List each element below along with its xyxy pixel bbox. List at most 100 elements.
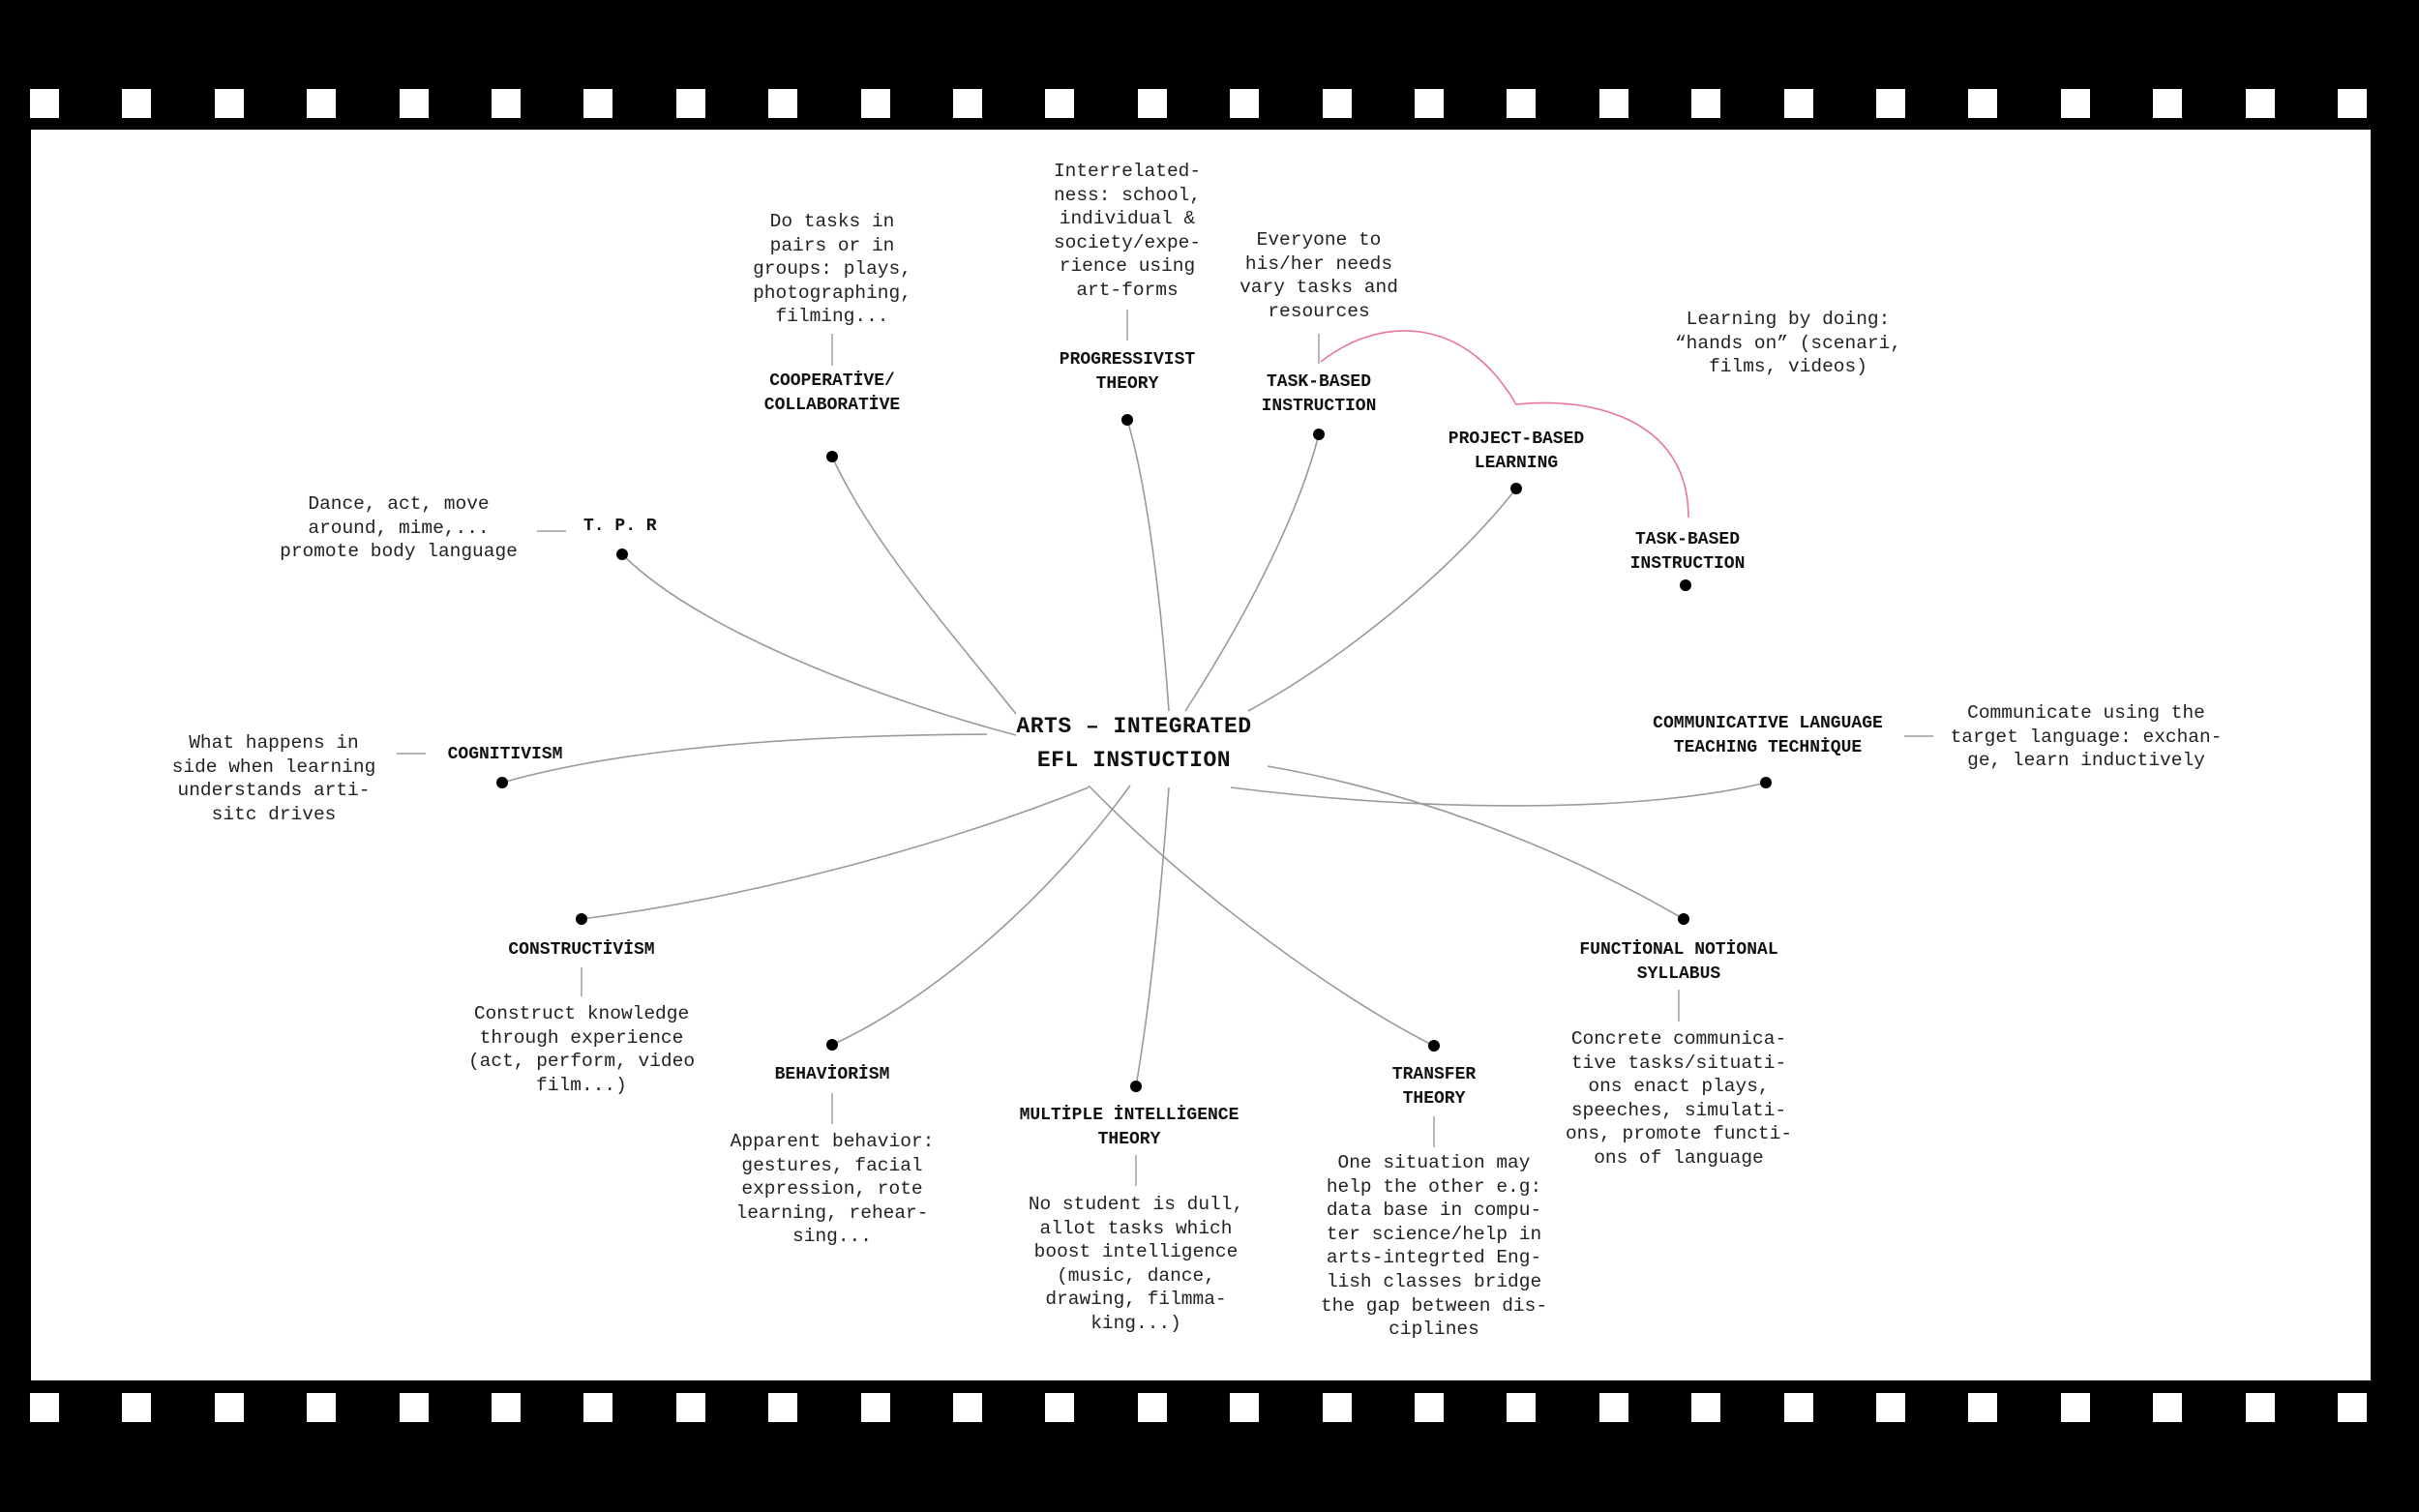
node-description-project-based-line: films, videos)	[1709, 356, 1867, 378]
node-title-cooperative-line: COLLABORATİVE	[763, 396, 901, 415]
node-title-constructivism-line: CONSTRUCTİVİSM	[508, 940, 655, 960]
node-description-clt-line: target language: exchan-	[1950, 726, 2223, 748]
sprocket-hole	[860, 89, 890, 118]
node-title-task-based-1-line: INSTRUCTION	[1261, 397, 1377, 416]
node-title-clt-line: TEACHING TECHNİQUE	[1673, 738, 1863, 757]
sprocket-hole	[307, 89, 337, 118]
node-title-functional-notional-line: FUNCTİONAL NOTİONAL	[1579, 940, 1778, 960]
sprocket-hole	[1598, 89, 1628, 118]
sprocket-hole	[1691, 89, 1721, 118]
node-description-transfer-line: data base in compu-	[1326, 1200, 1542, 1222]
node-title-transfer-line: THEORY	[1402, 1089, 1466, 1109]
node-description-tpr-line: around, mime,...	[308, 517, 490, 539]
sprocket-hole	[2060, 1393, 2090, 1422]
node-description-multiple-intelligence-line: king...)	[1090, 1312, 1181, 1334]
node-description-functional-notional-line: ons of language	[1594, 1146, 1764, 1169]
node-description-tpr-line: promote body language	[280, 541, 518, 563]
node-title-clt: COMMUNICATIVE LANGUAGE TEACHING TECHNİQUE	[1653, 712, 1883, 760]
node-description-cooperative-line: photographing,	[753, 282, 911, 304]
node-title-transfer-line: TRANSFER	[1391, 1065, 1477, 1084]
sprocket-hole	[1598, 1393, 1628, 1422]
node-description-tpr-line: Dance, act, move	[308, 493, 490, 515]
sprocket-hole	[1783, 89, 1813, 118]
node-description-task-based-1-line: his/her needs	[1244, 252, 1393, 275]
sprocket-hole	[675, 89, 705, 118]
sprocket-hole	[1968, 1393, 1998, 1422]
sprocket-hole	[1045, 1393, 1075, 1422]
sprocket-hole	[1876, 89, 1905, 118]
sprocket-hole	[953, 89, 982, 118]
node-description-cooperative-line: groups: plays,	[753, 258, 911, 281]
sprocket-hole	[492, 1393, 521, 1422]
node-description-cooperative-line: pairs or in	[769, 234, 895, 256]
node-description-behaviorism-line: expression, rote	[741, 1178, 923, 1201]
node-description-clt-line: ge, learn inductively	[1967, 750, 2205, 772]
node-title-clt-line: COMMUNICATIVE LANGUAGE	[1653, 714, 1883, 733]
node-description-progressivist-line: art-forms	[1076, 279, 1179, 301]
node-description-project-based: Learning by doing:“hands on” (scenari,fi…	[1675, 308, 1901, 379]
node-title-cognitivism-line: COGNITIVISM	[447, 745, 563, 764]
node-description-functional-notional-line: tive tasks/situati-	[1570, 1052, 1787, 1074]
sprocket-hole	[1507, 89, 1537, 118]
sprocket-hole	[1322, 89, 1352, 118]
sprocket-hole	[214, 89, 244, 118]
node-description-functional-notional-line: Concrete communica-	[1570, 1028, 1787, 1050]
node-description-transfer-line: arts-integrted Eng-	[1326, 1247, 1542, 1269]
node-description-cooperative-line: filming...	[775, 306, 889, 328]
node-title-constructivism: CONSTRUCTİVİSM	[508, 938, 654, 963]
node-description-functional-notional: Concrete communica-tive tasks/situati-on…	[1566, 1027, 1792, 1171]
sprocket-hole	[307, 1393, 337, 1422]
sprocket-hole	[583, 1393, 613, 1422]
sprocket-hole	[1230, 89, 1260, 118]
sprocket-hole	[2060, 89, 2090, 118]
node-title-task-based-1: TASK-BASED INSTRUCTION	[1262, 371, 1377, 419]
node-title-cooperative: COOPERATİVE/COLLABORATİVE	[764, 370, 900, 418]
sprocket-hole	[1783, 1393, 1813, 1422]
node-title-functional-notional-line: SYLLABUS	[1636, 964, 1721, 984]
node-description-multiple-intelligence-line: allot tasks which	[1039, 1217, 1233, 1239]
sprocket-hole	[2338, 1393, 2367, 1422]
node-description-progressivist-line: Interrelated-	[1053, 161, 1202, 182]
sprocket-hole	[768, 1393, 798, 1422]
node-title-progressivist-line: PROGRESSIVIST	[1059, 350, 1196, 370]
node-title-project-based-line: LEARNING	[1474, 454, 1559, 473]
node-description-progressivist-line: ness: school,	[1053, 184, 1202, 206]
node-title-multiple-intelligence-line: MULTİPLE İNTELLİGENCE	[1019, 1106, 1239, 1125]
node-description-progressivist-line: rience using	[1059, 255, 1196, 278]
sprocket-hole	[30, 89, 59, 118]
node-description-multiple-intelligence-line: boost intelligence	[1033, 1241, 1239, 1263]
node-description-behaviorism-line: learning, rehear-	[735, 1201, 929, 1224]
sprocket-hole	[399, 89, 429, 118]
node-description-progressivist-line: society/expe-	[1053, 231, 1202, 253]
node-title-cognitivism: COGNITIVISM	[448, 743, 563, 767]
node-title-behaviorism: BEHAVİORİSM	[775, 1063, 890, 1087]
node-description-task-based-1-line: Everyone to	[1256, 229, 1382, 251]
node-description-progressivist: Interrelated-ness: school,individual &so…	[1054, 160, 1201, 303]
node-description-constructivism-line: (act, perform, video	[467, 1051, 696, 1073]
sprocket-hole	[675, 1393, 705, 1422]
node-title-project-based-line: PROJECT-BASED	[1448, 430, 1585, 449]
sprocket-hole	[1137, 1393, 1167, 1422]
sprocket-hole	[2245, 1393, 2275, 1422]
sprocket-hole	[122, 1393, 152, 1422]
node-title-task-based-1-line: TASK-BASED	[1266, 372, 1372, 392]
sprocket-hole	[1507, 1393, 1537, 1422]
sprocket-hole	[1415, 89, 1444, 118]
node-description-constructivism-line: Construct knowledge	[473, 1003, 690, 1024]
node-description-project-based-line: Learning by doing:	[1686, 309, 1891, 330]
node-title-project-based: PROJECT-BASED LEARNING	[1448, 428, 1584, 476]
sprocket-hole	[860, 1393, 890, 1422]
node-description-behaviorism-line: sing...	[792, 1226, 872, 1248]
sprocket-hole	[1322, 1393, 1352, 1422]
sprocket-hole	[1691, 1393, 1721, 1422]
node-description-cooperative-line: Do tasks in	[769, 211, 895, 232]
node-title-cooperative-line: COOPERATİVE/	[769, 371, 895, 391]
node-description-transfer-line: help the other e.g:	[1326, 1175, 1542, 1198]
